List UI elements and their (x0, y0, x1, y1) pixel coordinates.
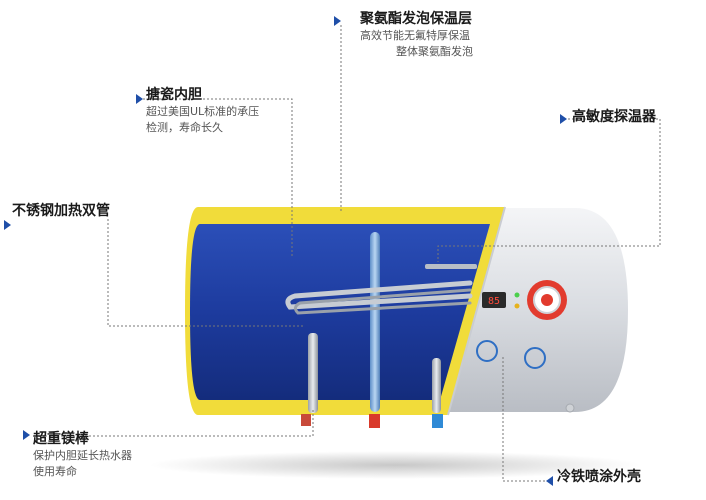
svg-text:85: 85 (488, 296, 500, 307)
certification-badge-icon (476, 340, 498, 362)
indicator-light-2 (514, 303, 520, 309)
shell-arrow-icon (546, 476, 553, 486)
magnesium-arrow-icon (23, 430, 30, 440)
foam-callout-desc-2: 整体聚氨酯发泡 (396, 45, 473, 58)
magnesium-callout: 超重镁棒 保护内胆延长热水器 使用寿命 (33, 430, 132, 480)
thermostat-leader (437, 118, 661, 262)
enamel-callout-desc-2: 检测，寿命长久 (146, 121, 223, 134)
foam-callout-desc-1: 高效节能无氟特厚保温 (360, 29, 470, 42)
shell-leader (502, 357, 545, 482)
magnesium-callout-title: 超重镁棒 (33, 431, 89, 447)
certification-badge-icon-2 (524, 347, 546, 369)
heating-tube-callout-title: 不锈钢加热双管 (12, 203, 110, 219)
shell-screw (565, 403, 575, 413)
inlet-pipe (370, 232, 380, 412)
thermostat-arrow-icon (560, 114, 567, 124)
heating-tube-upper (285, 280, 473, 310)
foam-callout-title: 聚氨酯发泡保温层 (360, 11, 472, 27)
foam-arrow-icon (334, 16, 341, 26)
heating-tube-arrow-icon (4, 220, 11, 230)
temperature-display (482, 292, 506, 308)
shell-callout-title: 冷铁喷涂外壳 (557, 469, 641, 485)
floor-shadow (150, 451, 640, 479)
fitting-left (301, 414, 311, 426)
magnesium-leader (33, 410, 314, 437)
magnesium-callout-desc-1: 保护内胆延长热水器 (33, 449, 132, 462)
enamel-callout-desc-1: 超过美国UL标准的承压 (146, 105, 260, 118)
thermostat-callout: 高敏度探温器 (572, 108, 656, 126)
thermostat-callout-title: 高敏度探温器 (572, 109, 656, 125)
magnesium-rod-left (308, 333, 318, 413)
enamel-callout: 搪瓷内胆 超过美国UL标准的承压 检测，寿命长久 (146, 86, 259, 136)
magnesium-rod-right (432, 358, 441, 413)
enamel-arrow-icon (136, 94, 143, 104)
magnesium-callout-desc-2: 使用寿命 (33, 465, 77, 478)
indicator-light (514, 292, 520, 298)
thermostat-probe (425, 264, 477, 269)
fitting-right (432, 414, 443, 428)
enamel-callout-title: 搪瓷内胆 (146, 87, 202, 103)
enamel-leader (143, 98, 293, 256)
fitting-center (369, 414, 380, 428)
shell-callout: 冷铁喷涂外壳 (557, 468, 641, 486)
shell-cut-edge (447, 206, 506, 416)
heating-tube-callout: 不锈钢加热双管 (12, 202, 110, 220)
foam-callout: 聚氨酯发泡保温层 高效节能无氟特厚保温 整体聚氨酯发泡 (360, 10, 473, 60)
heating-tube-leader (107, 219, 303, 327)
heating-tube-lower (293, 288, 472, 315)
